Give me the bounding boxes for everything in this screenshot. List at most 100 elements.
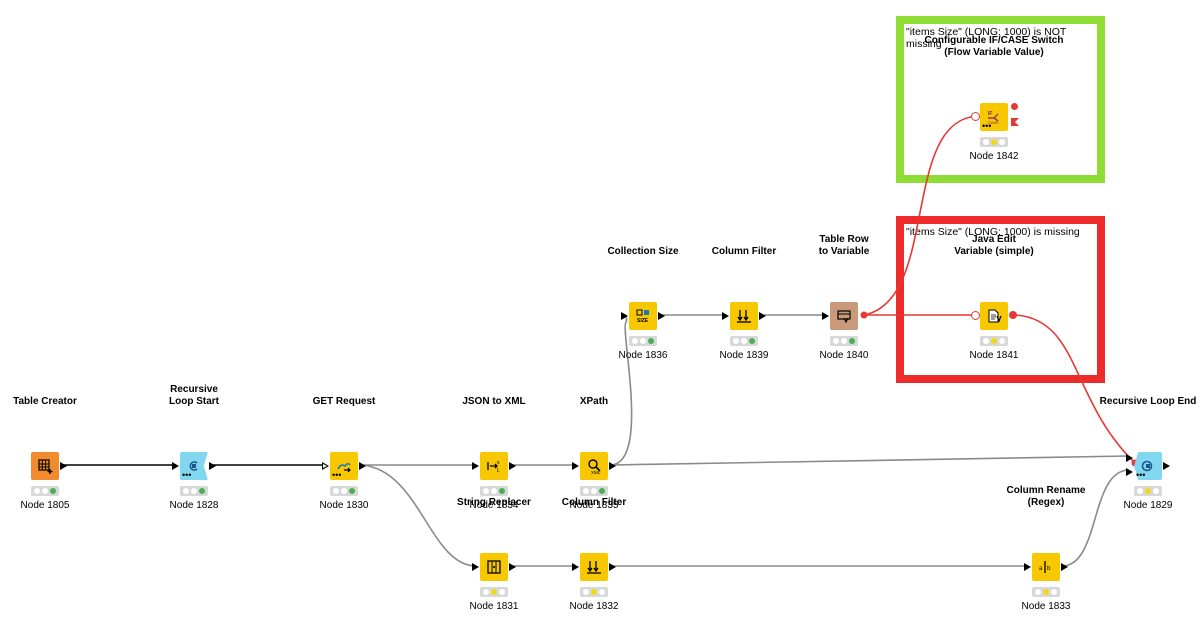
recursive-loop-end-icon[interactable] <box>1134 452 1162 480</box>
node-title: Java Edit Variable (simple) <box>954 234 1034 257</box>
status-light <box>580 486 608 496</box>
svg-text:SIZE: SIZE <box>637 318 649 324</box>
java-edit-variable-icon[interactable] <box>980 302 1008 330</box>
node-label: Node 1836 <box>618 350 668 361</box>
output-port[interactable] <box>1061 563 1068 571</box>
node-title: XPath <box>579 396 609 407</box>
svg-text:a: a <box>1039 566 1043 572</box>
node-title: JSON to XML <box>462 396 526 407</box>
node-label: Node 1829 <box>1123 500 1173 511</box>
status-light <box>580 587 608 597</box>
node-label: Node 1841 <box>969 350 1019 361</box>
table-creator-icon[interactable] <box>31 452 59 480</box>
node-label: Node 1835 <box>569 500 619 511</box>
output-port[interactable] <box>359 462 366 470</box>
get-request-icon[interactable] <box>330 452 358 480</box>
output-port[interactable] <box>759 312 766 320</box>
varlink-1840-1842[interactable] <box>863 115 979 316</box>
input-port-loop-data[interactable] <box>1126 454 1133 462</box>
xpath-icon[interactable]: XML <box>580 452 608 480</box>
link-1835-1829[interactable] <box>611 455 1129 466</box>
input-port[interactable] <box>172 462 179 470</box>
status-light <box>31 486 59 496</box>
node-title: String Replacer <box>457 497 531 508</box>
node-label: Node 1842 <box>969 151 1019 162</box>
node-label: Node 1834 <box>469 500 519 511</box>
node-title: GET Request <box>312 396 376 407</box>
node-title: Configurable IF/CASE Switch (Flow Variab… <box>924 35 1064 58</box>
column-filter-icon[interactable] <box>580 553 608 581</box>
output-port[interactable] <box>609 462 616 470</box>
varport-1840-out[interactable] <box>860 311 868 319</box>
node-title: Column Filter <box>711 246 777 257</box>
node-label: Node 1839 <box>719 350 769 361</box>
input-port[interactable] <box>572 563 579 571</box>
node-label: Node 1830 <box>319 500 369 511</box>
varlink-1841-1829[interactable] <box>1015 314 1136 464</box>
input-port[interactable] <box>621 312 628 320</box>
variable-output-port[interactable] <box>1009 311 1017 319</box>
table-row-to-variable-icon[interactable] <box>830 302 858 330</box>
status-light <box>629 336 657 346</box>
status-light <box>1032 587 1060 597</box>
svg-text:L: L <box>497 468 500 474</box>
output-port[interactable] <box>609 563 616 571</box>
input-port[interactable] <box>472 462 479 470</box>
input-port[interactable] <box>572 462 579 470</box>
recursive-loop-start-icon[interactable] <box>180 452 208 480</box>
output-port[interactable] <box>658 312 665 320</box>
input-port-recursion-data[interactable] <box>1126 468 1133 476</box>
output-port[interactable] <box>209 462 216 470</box>
input-port[interactable] <box>822 312 829 320</box>
node-label: Node 1805 <box>20 500 70 511</box>
svg-text:XML: XML <box>591 470 601 475</box>
variable-input-port[interactable] <box>971 311 980 320</box>
active-branch-port[interactable] <box>1011 103 1018 110</box>
inactive-branch-port[interactable] <box>1011 118 1019 126</box>
node-title: Collection Size <box>607 246 679 257</box>
node-title: Column Filter <box>561 497 627 508</box>
link-1833-1829[interactable] <box>1061 469 1129 567</box>
annotation-not-missing[interactable]: "items Size" (LONG: 1000) is NOT missing <box>896 16 1105 183</box>
status-light <box>480 486 508 496</box>
node-label: Node 1833 <box>1021 601 1071 612</box>
input-port[interactable] <box>322 462 329 470</box>
input-port[interactable] <box>472 563 479 571</box>
output-port[interactable] <box>509 462 516 470</box>
variable-input-port[interactable] <box>971 112 980 121</box>
input-port[interactable] <box>722 312 729 320</box>
node-label: Node 1832 <box>569 601 619 612</box>
node-label: Node 1828 <box>169 500 219 511</box>
status-light <box>830 336 858 346</box>
input-port[interactable] <box>1024 563 1031 571</box>
status-light <box>730 336 758 346</box>
node-title: Table Row to Variable <box>818 234 870 257</box>
status-light <box>480 587 508 597</box>
node-label: Node 1831 <box>469 601 519 612</box>
annotation-missing[interactable]: "items Size" (LONG: 1000) is missing <box>896 216 1105 383</box>
svg-text:b: b <box>1047 566 1051 572</box>
status-light <box>980 336 1008 346</box>
output-port[interactable] <box>60 462 67 470</box>
output-port[interactable] <box>1163 462 1170 470</box>
annotation-missing-text: "items Size" (LONG: 1000) is missing <box>906 226 1080 238</box>
output-port[interactable] <box>509 563 516 571</box>
status-light <box>180 486 208 496</box>
node-dots: ••• <box>332 470 342 480</box>
node-title: Recursive Loop End <box>1099 396 1197 407</box>
column-filter-icon[interactable] <box>730 302 758 330</box>
status-light <box>330 486 358 496</box>
svg-text:CASE: CASE <box>988 120 999 125</box>
link-1830-1831[interactable] <box>361 464 477 567</box>
node-label: Node 1840 <box>819 350 869 361</box>
node-dots: ••• <box>182 470 192 480</box>
node-title: Table Creator <box>13 396 77 407</box>
string-replacer-icon[interactable] <box>480 553 508 581</box>
collection-size-icon[interactable]: SIZE <box>629 302 657 330</box>
status-light <box>1134 486 1162 496</box>
